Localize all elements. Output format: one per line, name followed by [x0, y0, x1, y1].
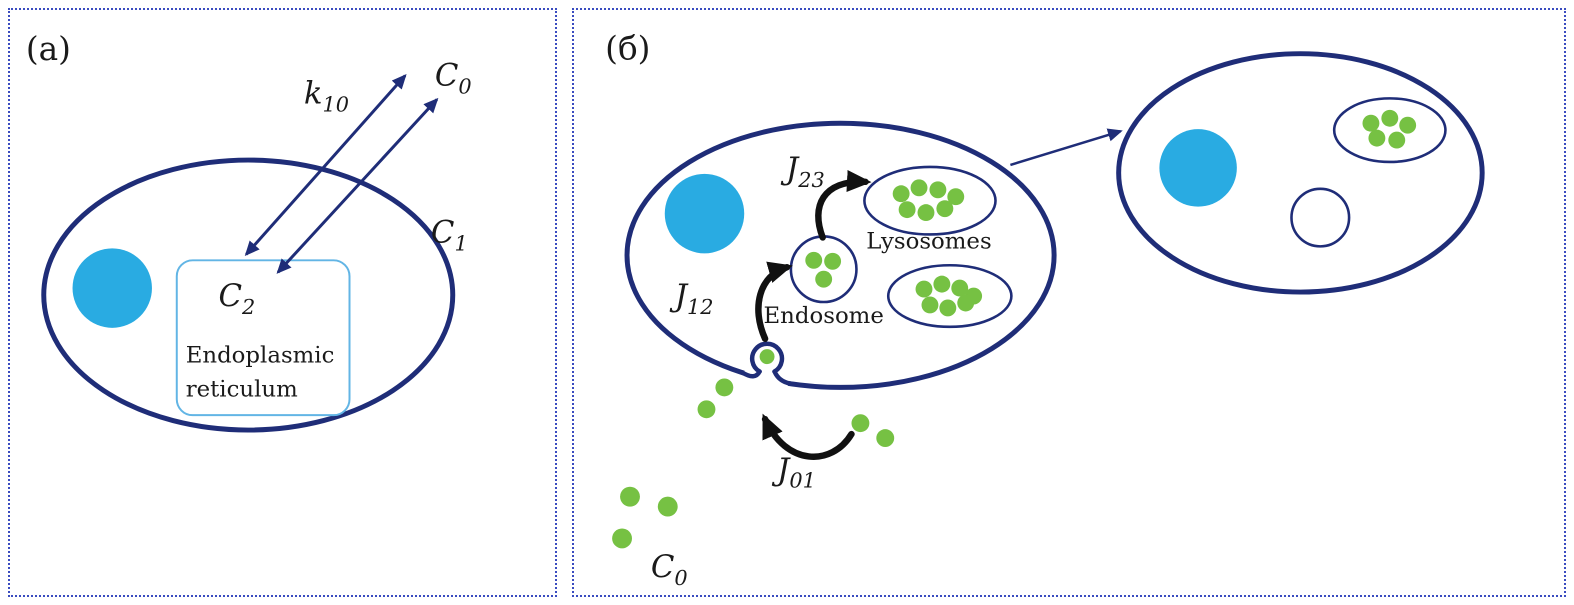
nanoparticle-dot [917, 204, 935, 222]
free-particles-cluster-c0 [612, 486, 678, 549]
label-c1: C1 [431, 214, 468, 255]
label-c0-outer: C0 [651, 549, 688, 590]
daughter-cell-nucleus [1159, 129, 1237, 207]
pit-lip-right [772, 369, 793, 386]
lysosome-upper-particles [892, 179, 965, 222]
lysosome-lower-particles [915, 275, 983, 317]
er-label-line2: reticulum [186, 376, 298, 402]
label-k10-sub: 10 [322, 92, 349, 116]
label-j23-sub: 23 [797, 168, 825, 192]
endoplasmic-reticulum-compartment [175, 259, 351, 417]
daughter-cell-vesicle-with-particles [1332, 97, 1447, 164]
cell-transfer-arrow [1010, 128, 1123, 167]
nanoparticle-dot [898, 201, 916, 219]
nanoparticle-dot [657, 496, 678, 517]
nanoparticle-in-pit [759, 349, 775, 365]
flux-arrow-j01 [761, 413, 855, 460]
nanoparticle-dot [915, 280, 933, 298]
nanoparticle-dot [805, 251, 823, 269]
label-k10: k10 [304, 75, 349, 116]
nucleus [72, 248, 152, 328]
nanoparticle-dot [824, 252, 842, 270]
label-j01-sub: 01 [789, 469, 816, 493]
endosome-label: Endosome [764, 303, 884, 329]
label-k10-base: k [304, 75, 323, 111]
nanoparticle-dot [947, 188, 965, 206]
nanoparticle-dot [957, 294, 975, 312]
nanoparticle-dot [939, 299, 957, 317]
free-particles-near-pit [697, 378, 734, 419]
panel-b-label: (б) [605, 30, 650, 68]
nanoparticle-dot [851, 414, 870, 433]
lysosome-vesicle-upper [863, 165, 997, 236]
panel-a-diagram: (а) k10 C0 C1 C2 Endoplasmic reticulum [26, 30, 472, 433]
endosome-vesicle [789, 235, 858, 304]
nanoparticle-dot [612, 528, 632, 549]
nanoparticle-dot [697, 400, 716, 419]
label-c2-sub: 2 [241, 295, 255, 319]
label-c1-base: C [431, 214, 455, 250]
panel-a: (а) k10 C0 C1 C2 Endoplasmic reticulum [8, 8, 557, 597]
panel-a-label: (а) [26, 30, 71, 68]
daughter-vesicle-particles [1362, 109, 1417, 149]
nanoparticle-dot [715, 378, 734, 397]
nanoparticle-dot [936, 200, 954, 218]
lysosomes-label: Lysosomes [866, 228, 991, 254]
label-c0-outer-base: C [651, 549, 675, 585]
nanoparticle-dot [951, 279, 969, 297]
nanoparticle-dot [620, 486, 640, 507]
er-label-line1: Endoplasmic [186, 343, 335, 369]
label-j01-base: J [771, 452, 791, 488]
nanoparticle-dot [929, 181, 947, 199]
label-j12-sub: 12 [687, 295, 714, 319]
lysosome-vesicle-lower [886, 263, 1013, 329]
flux-arrow-j23 [815, 169, 872, 241]
flux-arrow-j12 [755, 261, 793, 342]
nanoparticle-dot [1362, 114, 1380, 132]
membrane-exchange-arrow-2 [276, 97, 439, 274]
nanoparticle-dot [1388, 131, 1406, 149]
nanoparticle-dot [876, 429, 895, 448]
nanoparticle-dot [1381, 109, 1399, 127]
nanoparticle-dot [1399, 116, 1417, 134]
free-particles-right [851, 414, 895, 448]
nanoparticle-dot [815, 270, 833, 288]
panel-b-diagram: (б) Endosome [605, 30, 1485, 590]
nanoparticle-dot [910, 179, 928, 197]
nanoparticle-dot [1368, 129, 1386, 147]
daughter-cell-empty-vesicle [1290, 187, 1351, 248]
panel-b: (б) Endosome [572, 8, 1566, 597]
label-c0-sub: 0 [458, 75, 471, 99]
endosome-particles [805, 251, 842, 288]
label-c0: C0 [435, 58, 472, 99]
mother-cell-nucleus [664, 173, 745, 254]
nanoparticle-dot [933, 275, 951, 293]
label-c0-base: C [435, 58, 459, 94]
label-c2: C2 [218, 278, 255, 319]
label-c0-outer-sub: 0 [674, 566, 687, 590]
label-c1-sub: 1 [454, 231, 467, 255]
nanoparticle-dot [892, 185, 910, 203]
pit-lip-left [739, 369, 762, 379]
nanoparticle-dot [921, 296, 939, 314]
label-c2-base: C [218, 278, 242, 314]
